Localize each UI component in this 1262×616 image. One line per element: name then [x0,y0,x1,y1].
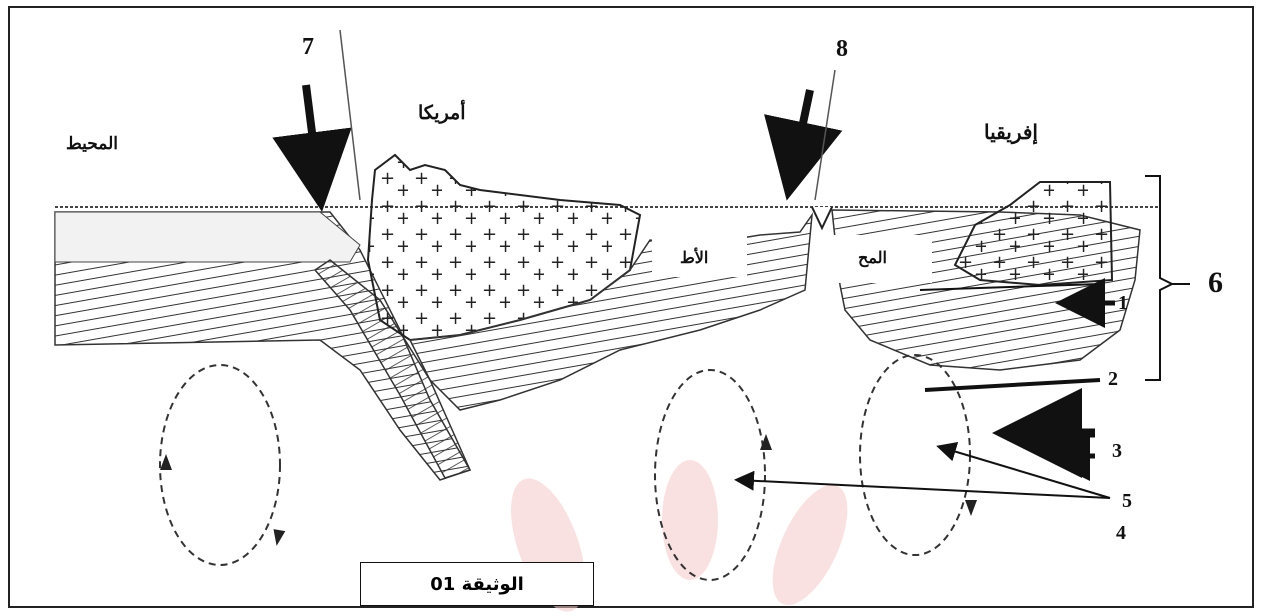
number-1: 1 [1118,292,1128,315]
arrow-8 [790,90,810,185]
ridge [812,207,832,228]
number-5: 5 [1122,490,1132,513]
document-caption: الوثيقة 01 [360,562,594,606]
convection-cell-right [860,355,970,555]
bracket-6 [1145,176,1172,380]
number-7: 7 [296,32,320,63]
number-6: 6 [1208,266,1223,300]
africa-continent [955,182,1112,285]
number-8: 8 [836,36,848,63]
label-africa: إفريقيا [978,118,1044,147]
guide-line-7 [340,30,360,200]
convection-cell-left [160,365,280,565]
label-america: أمريكا [412,100,472,127]
number-2: 2 [1108,368,1118,391]
number-3: 3 [1112,440,1122,463]
number-4: 4 [1116,522,1126,545]
line-2 [925,380,1100,390]
label-ocean-partial: المح [858,248,887,268]
arrow-7 [306,85,320,196]
label-atlantic-partial: الأط [680,248,708,268]
pointer-4-to-middle [738,480,1110,498]
left-ocean-crust [55,212,360,262]
label-ocean-left: المحيط [60,132,124,156]
guide-line-8 [815,70,835,200]
